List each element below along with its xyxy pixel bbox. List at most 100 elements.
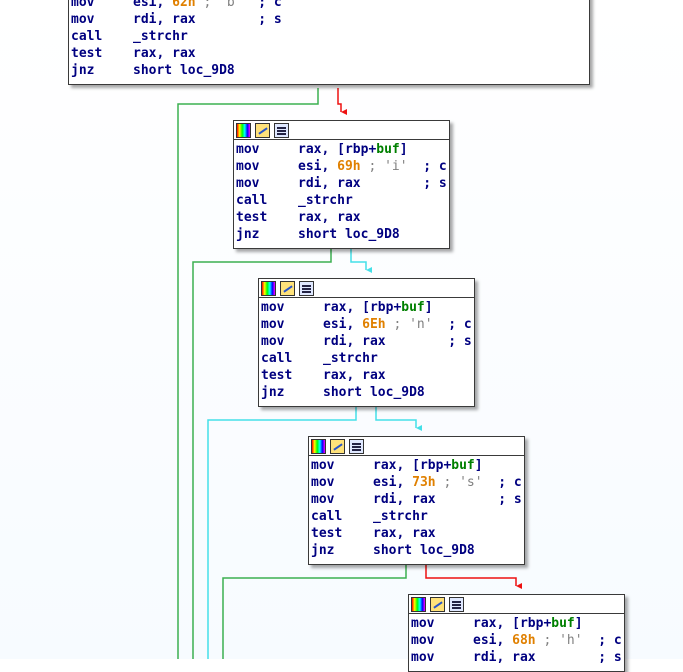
graph-overview-icon[interactable] xyxy=(449,596,464,612)
instruction-line[interactable]: mov rdi, rax ; s xyxy=(311,491,524,508)
operand: esi, xyxy=(473,633,513,648)
symbol-reference[interactable]: buf xyxy=(376,142,400,157)
graph-overview-icon[interactable] xyxy=(274,122,289,138)
operand: rax, rax xyxy=(373,526,436,541)
operand: rdi, rax xyxy=(323,334,386,349)
color-picker-icon[interactable] xyxy=(236,122,251,138)
operand: rdi, rax xyxy=(298,176,361,191)
mnemonic: jnz xyxy=(311,543,335,558)
mnemonic: call xyxy=(311,509,343,524)
mnemonic: mov xyxy=(71,0,95,10)
mnemonic: mov xyxy=(71,12,95,27)
instruction-line[interactable]: call_strchr xyxy=(261,350,474,367)
char-comment: ; 'b' xyxy=(195,0,243,10)
instruction-line[interactable]: mov rax, [rbp+buf] xyxy=(311,457,524,474)
edge-fallthrough-1 xyxy=(337,88,341,112)
instruction-line[interactable]: call_strchr xyxy=(71,28,589,45)
immediate-value: 6Eh xyxy=(362,317,386,332)
char-comment: ; 's' xyxy=(435,475,483,490)
edge-loc9d8-1 xyxy=(177,88,319,659)
edge-loc9d8-2 xyxy=(192,246,332,659)
arg-comment: ; s xyxy=(435,492,522,507)
arg-comment: ; s xyxy=(360,176,447,191)
instruction-line[interactable]: jnz short loc_9D8 xyxy=(261,384,474,401)
instruction-line[interactable]: call _strchr xyxy=(311,508,524,525)
operand-suffix: ] xyxy=(424,300,433,315)
mnemonic: mov xyxy=(236,159,260,174)
symbol-reference[interactable]: buf xyxy=(551,616,575,631)
rename-icon[interactable] xyxy=(255,122,270,138)
operand: esi, xyxy=(298,159,338,174)
operand: rdi, rax xyxy=(373,492,436,507)
instruction-line[interactable]: test rax, rax xyxy=(71,45,589,62)
symbol-reference[interactable]: buf xyxy=(401,300,425,315)
edge-loc9d8-4 xyxy=(222,562,407,659)
block-toolbar xyxy=(259,279,474,298)
operand: rax, [rbp+ xyxy=(373,458,452,473)
rename-icon[interactable] xyxy=(430,596,445,612)
graph-overview-icon[interactable] xyxy=(299,280,314,296)
color-picker-icon[interactable] xyxy=(411,596,426,612)
operand: _strchr xyxy=(298,193,353,208)
mnemonic: mov xyxy=(311,492,335,507)
mnemonic: jnz xyxy=(261,385,285,400)
operand: short loc_9D8 xyxy=(323,385,425,400)
immediate-value: 68h xyxy=(512,633,536,648)
rename-icon[interactable] xyxy=(330,438,345,454)
operand: rax, rax xyxy=(133,46,196,61)
color-picker-icon[interactable] xyxy=(261,280,276,296)
graph-overview-icon[interactable] xyxy=(349,438,364,454)
rename-icon[interactable] xyxy=(280,280,295,296)
color-picker-icon[interactable] xyxy=(311,438,326,454)
mnemonic: test xyxy=(261,368,293,383)
arg-comment: ; s xyxy=(385,334,472,349)
edge-fallthrough-2 xyxy=(350,246,366,270)
operand: _strchr xyxy=(373,509,428,524)
operand: rdi, rax xyxy=(473,650,536,665)
arg-comment: ; c xyxy=(242,0,282,10)
mnemonic: mov xyxy=(311,475,335,490)
immediate-value: 69h xyxy=(337,159,361,174)
mnemonic: mov xyxy=(311,458,335,473)
immediate-value: 73h xyxy=(412,475,436,490)
block-toolbar xyxy=(409,595,624,614)
mnemonic: mov xyxy=(411,633,435,648)
symbol-reference[interactable]: buf xyxy=(451,458,475,473)
instruction-line[interactable]: call_strchr xyxy=(236,192,449,209)
operand-suffix: ] xyxy=(474,458,483,473)
mnemonic: mov xyxy=(261,300,285,315)
instruction-line[interactable]: mov rdi, rax ; s xyxy=(71,11,589,28)
operand: rdi, rax xyxy=(133,12,196,27)
arg-comment: ; s xyxy=(195,12,282,27)
arg-comment: ; c xyxy=(432,317,472,332)
mnemonic: jnz xyxy=(71,63,95,78)
mnemonic: test xyxy=(71,46,103,61)
operand: short loc_9D8 xyxy=(298,227,400,242)
